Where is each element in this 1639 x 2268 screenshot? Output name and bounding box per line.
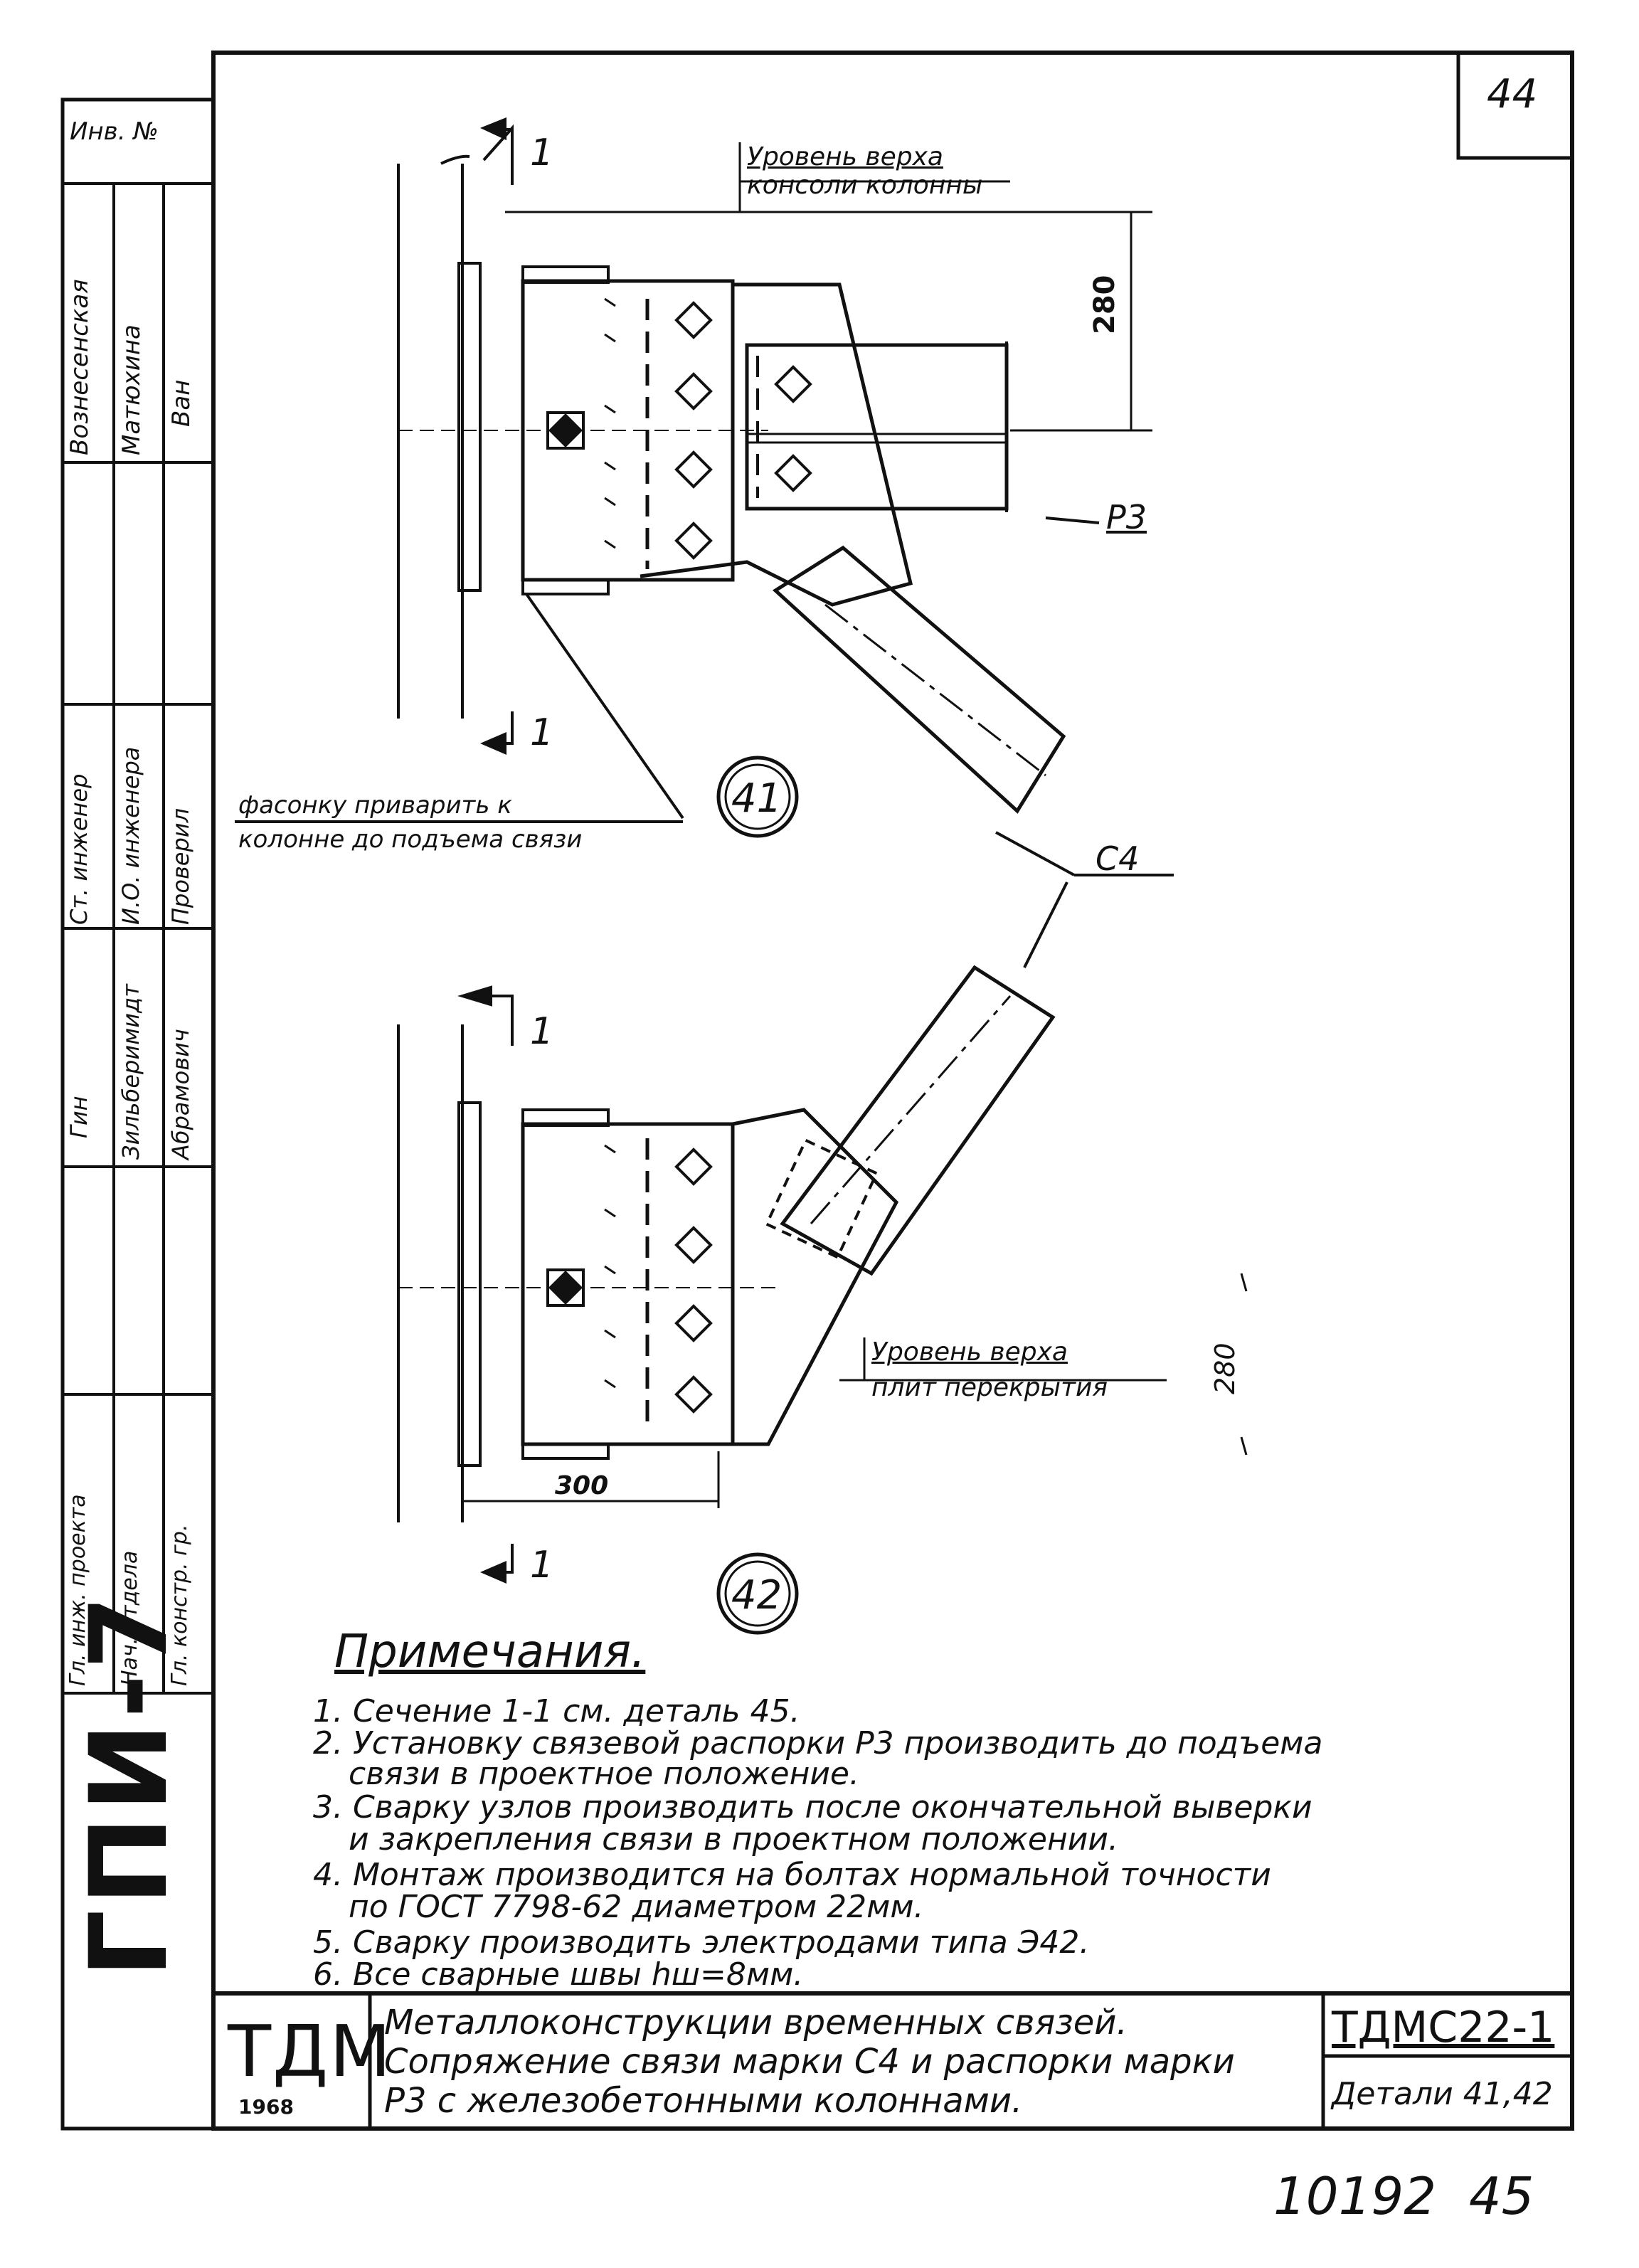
note-line-4: 3. Сварку узлов производить после оконча…	[313, 1789, 1312, 1825]
stamp-name-1: Вознесенская	[65, 279, 94, 455]
stamp-role-2: И.О. инженера	[117, 746, 144, 925]
bottom-level-label-2: плит перекрытия	[871, 1373, 1108, 1402]
stamp-role-1: Ст. инженер	[65, 773, 92, 925]
stamp-name-5: Зильберимидт	[117, 984, 144, 1160]
mark-c4: С4	[1096, 839, 1140, 878]
note-line-9: 6. Все сварные швы hш=8мм.	[313, 1956, 804, 1993]
organization-logo: ТДМ	[228, 2010, 393, 2093]
weld-note-line-2: колонне до подъема связи	[238, 825, 583, 854]
detail-42-label: 42	[731, 1572, 783, 1618]
detail-41-label: 41	[731, 775, 783, 822]
note-line-6: 4. Монтаж производится на болтах нормаль…	[313, 1857, 1271, 1893]
inventory-label: Инв. №	[70, 117, 159, 146]
drawing-title-line-1: Металлоконструкции временных связей.	[384, 2003, 1128, 2042]
stamp-name-4: Гин	[65, 1096, 92, 1138]
drawing-code: ТДМС22-1	[1332, 2003, 1555, 2052]
drawing-title-line-3: Р3 с железобетонными колоннами.	[384, 2081, 1023, 2121]
title-block-year: 1968	[238, 2095, 294, 2119]
dimension-300: 300	[555, 1471, 609, 1500]
mark-p3: Р3	[1106, 498, 1147, 536]
note-line-8: 5. Сварку производить электродами типа Э…	[313, 1924, 1090, 1961]
stamp-name-2: Матюхина	[117, 324, 146, 455]
top-level-label-2: консоли колонны	[747, 171, 983, 200]
top-level-label-1: Уровень верха	[747, 142, 943, 171]
dimension-280-top: 280	[1088, 275, 1121, 335]
notes-heading: Примечания.	[334, 1626, 646, 1678]
section-mark-lower: 1	[530, 1010, 554, 1053]
detail-numbers: Детали 41,42	[1332, 2076, 1553, 2112]
note-line-7: по ГОСТ 7798-62 диаметром 22мм.	[349, 1889, 924, 1925]
note-line-5: и закрепления связи в проектном положени…	[349, 1821, 1118, 1858]
org-code: ГПИ-7	[68, 1591, 191, 1978]
note-line-1: 1. Сечение 1-1 см. деталь 45.	[313, 1693, 800, 1729]
stamp-role-3: Проверил	[167, 807, 194, 925]
note-line-2: 2. Установку связевой распорки Р3 произв…	[313, 1725, 1323, 1761]
stamp-name-3: Ван	[167, 379, 196, 427]
section-mark-top: 1	[530, 132, 554, 174]
bolt-icon	[674, 301, 812, 1414]
section-mark-bottom: 1	[530, 1544, 554, 1586]
bottom-level-label-1: Уровень верха	[871, 1337, 1068, 1367]
dimension-280-bottom: 280	[1209, 1342, 1241, 1394]
section-mark-mid: 1	[530, 711, 554, 754]
drawing-title-line-2: Сопряжение связи марки С4 и распорки мар…	[384, 2042, 1235, 2082]
stamp-name-6: Абрамович	[167, 1029, 194, 1160]
note-line-3: связи в проектное положение.	[349, 1756, 859, 1792]
sheet-number: 44	[1487, 71, 1538, 117]
weld-note-line-1: фасонку приварить к	[238, 791, 512, 820]
archive-number: 10192 45	[1273, 2166, 1534, 2226]
